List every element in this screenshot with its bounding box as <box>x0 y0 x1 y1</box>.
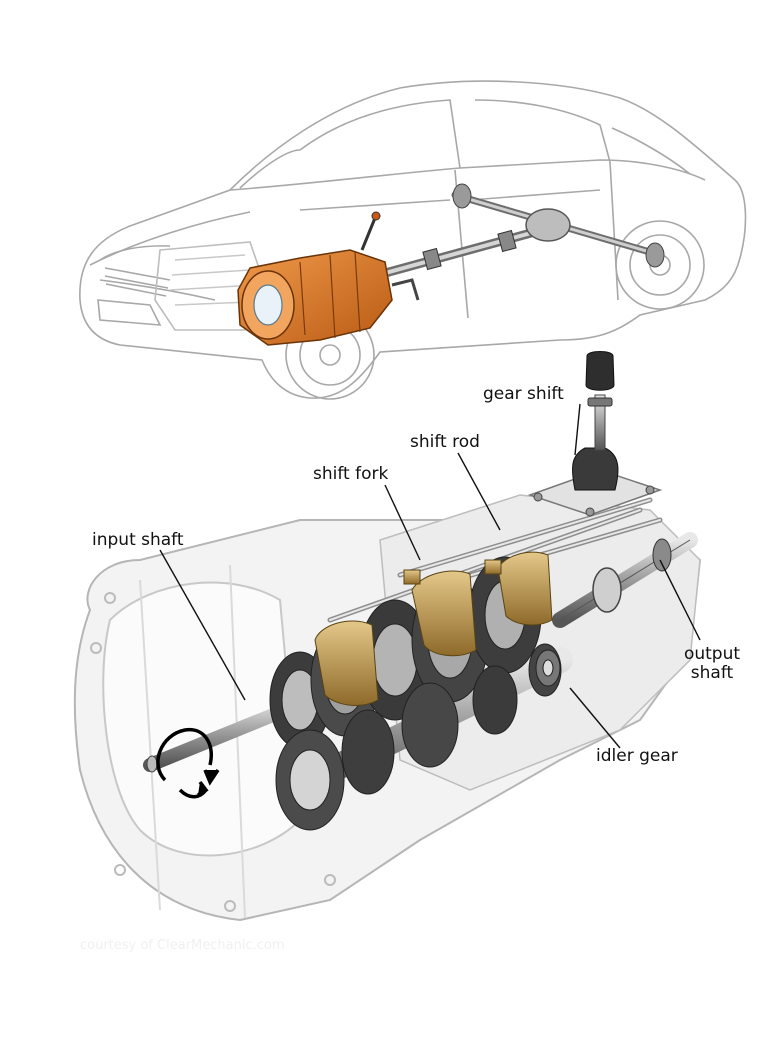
output-shaft-label-line2: shaft <box>690 663 734 683</box>
idler-gear-label: idler gear <box>596 746 678 766</box>
gear-shift-lever-icon <box>527 351 663 517</box>
rotation-arrow-icon <box>156 728 220 799</box>
shift-fork-label: shift fork <box>313 464 389 484</box>
leader-lines <box>159 403 701 749</box>
gear-shift-label: gear shift <box>483 384 564 404</box>
output-shaft-label-line1: output <box>683 644 741 664</box>
transmission-cutaway-icon <box>73 351 702 922</box>
driveshaft-icon <box>355 183 665 285</box>
car-outline-icon <box>79 80 747 400</box>
shift-fork-icon <box>314 551 553 706</box>
image-credit: courtesy of ClearMechanic.com <box>80 938 285 953</box>
transmission-highlight-icon <box>237 211 420 346</box>
input-shaft-label: input shaft <box>92 530 184 550</box>
shift-rod-label: shift rod <box>410 432 480 452</box>
